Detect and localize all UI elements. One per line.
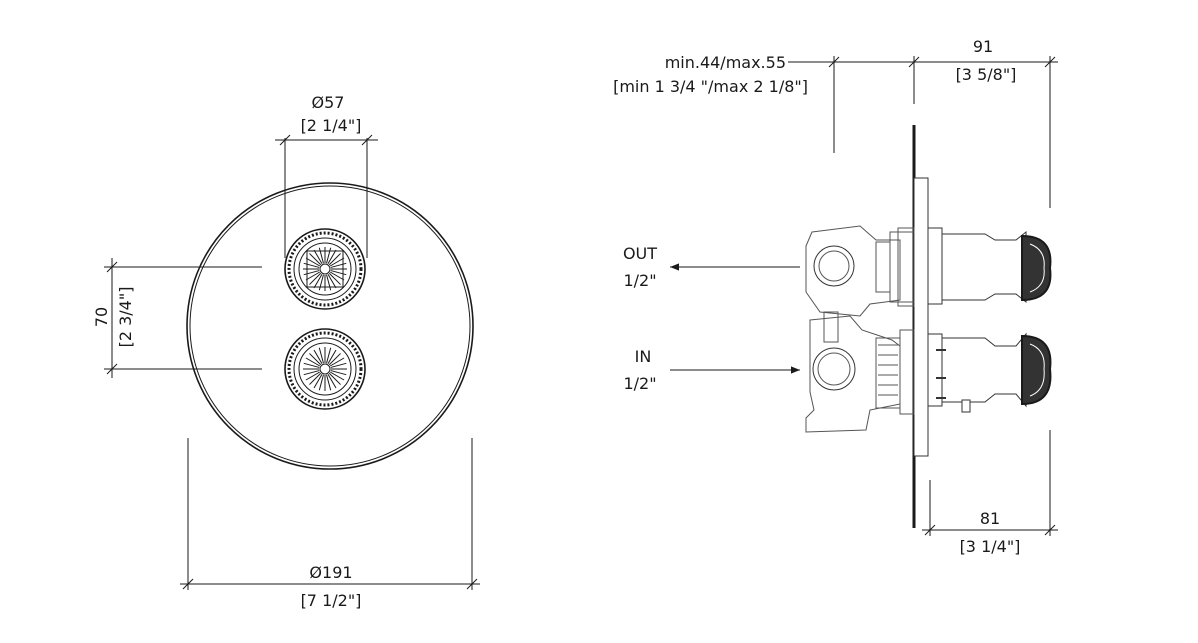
- dimension-plate-diameter: Ø191 [7 1/2"]: [180, 438, 480, 610]
- trim-plate: [186, 182, 474, 470]
- dimension-wall-depth: min.44/max.55 [min 1 3/4 "/max 2 1/8"]: [613, 53, 924, 153]
- inlet-label: IN: [635, 347, 652, 366]
- dimension-trim-depth: 81 [3 1/4"]: [922, 430, 1058, 556]
- front-view: Ø57 [2 1/4"] 70 [2 3/4"] Ø191 [7 1/2"]: [92, 93, 480, 610]
- outlet-label: OUT: [623, 244, 657, 263]
- upper-handle: [284, 228, 366, 310]
- knob-diameter-mm: Ø57: [312, 93, 345, 112]
- trim-depth-mm: 81: [980, 509, 1000, 528]
- dimension-knob-spacing: 70 [2 3/4"]: [92, 258, 262, 378]
- plate-diameter-inch: [7 1/2"]: [301, 591, 362, 610]
- total-depth-inch: [3 5/8"]: [956, 65, 1017, 84]
- wall-depth-inch: [min 1 3/4 "/max 2 1/8"]: [613, 77, 808, 96]
- knob-spacing-inch: [2 3/4"]: [116, 287, 135, 348]
- outlet-callout: OUT 1/2": [623, 244, 800, 290]
- upper-handle-side: [927, 227, 1052, 305]
- lower-handle-side: [927, 332, 1052, 413]
- valve-body: [805, 225, 915, 433]
- dimension-total-depth: 91 [3 5/8"]: [916, 37, 1058, 208]
- dimension-knob-diameter: Ø57 [2 1/4"]: [275, 93, 378, 258]
- total-depth-mm: 91: [973, 37, 993, 56]
- knob-diameter-inch: [2 1/4"]: [301, 116, 362, 135]
- inlet-size: 1/2": [623, 374, 656, 393]
- knob-spacing-mm: 70: [92, 307, 111, 327]
- outlet-size: 1/2": [623, 271, 656, 290]
- trim-depth-inch: [3 1/4"]: [960, 537, 1021, 556]
- side-view: min.44/max.55 [min 1 3/4 "/max 2 1/8"] 9…: [613, 37, 1058, 556]
- lower-handle: [284, 328, 366, 410]
- plate-diameter-mm: Ø191: [309, 563, 352, 582]
- trim-plate-profile: [913, 177, 929, 457]
- inlet-callout: IN 1/2": [623, 347, 800, 393]
- wall-depth-mm: min.44/max.55: [665, 53, 786, 72]
